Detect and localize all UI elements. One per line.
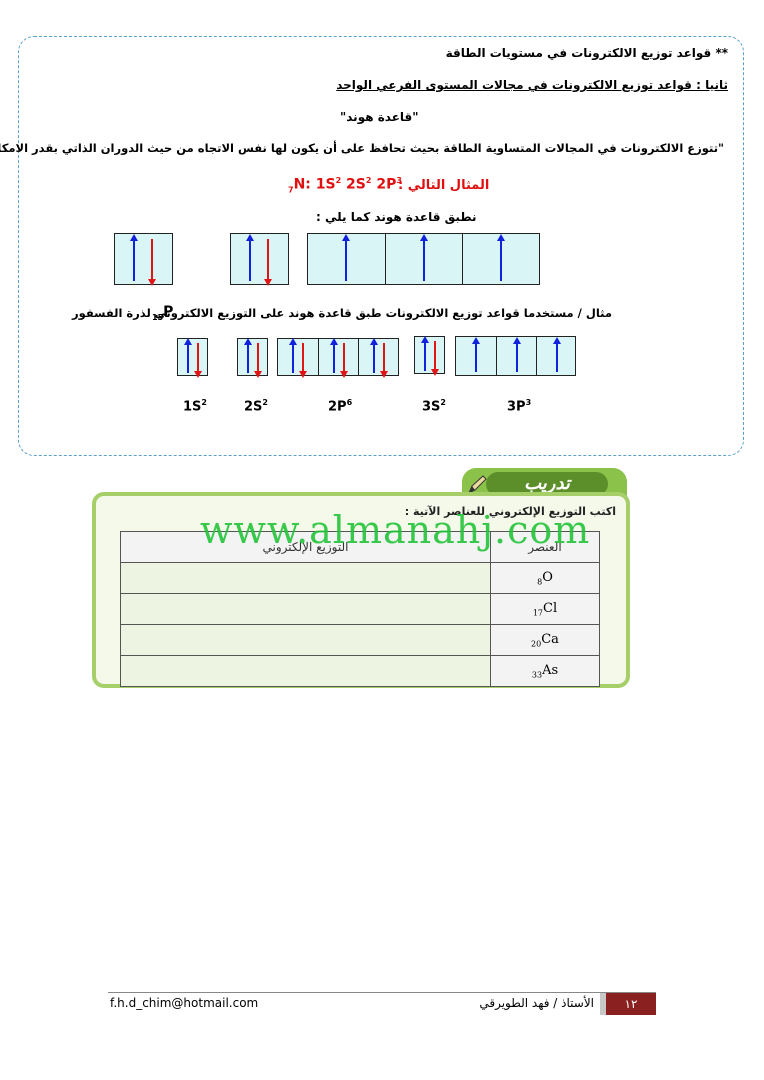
orbital-cell bbox=[358, 338, 399, 378]
spin-up-arrow bbox=[513, 337, 521, 372]
table-row: 20Ca bbox=[120, 624, 600, 656]
element-cell: 20Ca bbox=[490, 624, 600, 656]
example2-text: مثال / مستخدما قواعد توزيع الالكترونات ط… bbox=[72, 306, 612, 320]
spin-up-arrow bbox=[330, 338, 338, 373]
spin-down-arrow bbox=[380, 343, 388, 378]
spin-up-arrow bbox=[289, 338, 297, 373]
orbital-cell bbox=[278, 338, 318, 378]
spin-down-arrow bbox=[340, 343, 348, 378]
training-table: التوزيع الإلكتروني العنصر 8O 17Cl 20Ca 3… bbox=[120, 531, 600, 687]
spin-down-arrow bbox=[254, 343, 262, 378]
spin-up-arrow bbox=[184, 338, 192, 373]
spin-up-arrow bbox=[472, 337, 480, 372]
orbital-cell bbox=[462, 234, 540, 284]
orbital-label-3p: 3P3 bbox=[507, 398, 532, 415]
example-formula: 7N: 1S2 2S2 2P3 bbox=[288, 176, 402, 195]
spin-up-arrow bbox=[553, 337, 561, 372]
rule-name: "قاعدة هوند" bbox=[340, 110, 419, 124]
spin-up-arrow bbox=[130, 234, 138, 281]
table-row: 33As bbox=[120, 655, 600, 687]
col-element-header: العنصر bbox=[490, 531, 600, 563]
distribution-cell[interactable] bbox=[120, 655, 491, 687]
distribution-cell[interactable] bbox=[120, 562, 491, 594]
pen-icon bbox=[466, 474, 488, 496]
orbital-cell bbox=[385, 234, 463, 284]
orbital-label-3s: 3S2 bbox=[422, 398, 446, 415]
orbital-cell bbox=[536, 337, 577, 375]
spin-up-arrow bbox=[246, 234, 254, 281]
spin-down-arrow bbox=[264, 239, 272, 286]
orbital-box-2p bbox=[307, 233, 540, 285]
element-cell: 33As bbox=[490, 655, 600, 687]
orbital-box-2s bbox=[237, 338, 268, 378]
spin-up-arrow bbox=[420, 234, 428, 281]
element-cell: 8O bbox=[490, 562, 600, 594]
spin-up-arrow bbox=[370, 338, 378, 373]
orbital-box-3s bbox=[414, 336, 445, 376]
spin-up-arrow bbox=[497, 234, 505, 281]
distribution-cell[interactable] bbox=[120, 593, 491, 625]
orbital-box-2p bbox=[277, 338, 399, 378]
example-label: المثال التالي : bbox=[398, 178, 490, 193]
orbital-box-2s bbox=[230, 233, 289, 286]
table-row: 8O bbox=[120, 562, 600, 594]
spin-down-arrow bbox=[431, 341, 439, 376]
section-heading: ** قواعد توزيع الالكترونات في مستويات ال… bbox=[445, 46, 728, 60]
orbital-label-1s: 1S2 bbox=[183, 398, 207, 415]
training-instruction: اكتب التوزيع الإلكتروني للعناصر الآتية : bbox=[404, 505, 616, 518]
orbital-cell bbox=[456, 337, 496, 375]
orbital-cell bbox=[496, 337, 537, 375]
element-cell: 17Cl bbox=[490, 593, 600, 625]
spin-up-arrow bbox=[244, 338, 252, 373]
orbital-cell bbox=[318, 338, 359, 378]
apply-text: نطبق قاعدة هوند كما يلي : bbox=[316, 210, 477, 224]
spin-down-arrow bbox=[148, 239, 156, 286]
section-subheading: ثانيا : قواعد توزيع الالكترونات في مجالا… bbox=[336, 78, 728, 92]
rule-text: "تتوزع الالكترونات في المجالات المتساوية… bbox=[0, 141, 724, 155]
spin-down-arrow bbox=[299, 343, 307, 378]
orbital-box-3p bbox=[455, 336, 576, 376]
spin-up-arrow bbox=[421, 336, 429, 371]
page-number: ١٢ bbox=[600, 993, 656, 1015]
spin-up-arrow bbox=[342, 234, 350, 281]
watermark: www.almanahj.com bbox=[200, 508, 591, 552]
footer-email: f.h.d_chim@hotmail.com bbox=[110, 996, 259, 1010]
orbital-box-1s bbox=[114, 233, 173, 286]
distribution-cell[interactable] bbox=[120, 624, 491, 656]
footer-author: الأستاذ / فهد الطويرقي bbox=[479, 996, 594, 1010]
table-row: 17Cl bbox=[120, 593, 600, 625]
orbital-cell bbox=[308, 234, 385, 284]
example2-symbol: 15P bbox=[152, 304, 174, 322]
orbital-box-1s bbox=[177, 338, 208, 378]
orbital-label-2p: 2P6 bbox=[328, 398, 353, 415]
orbital-label-2s: 2S2 bbox=[244, 398, 268, 415]
table-header-row: التوزيع الإلكتروني العنصر bbox=[120, 531, 600, 563]
footer-divider bbox=[108, 992, 656, 993]
spin-down-arrow bbox=[194, 343, 202, 378]
section-frame bbox=[18, 36, 744, 456]
